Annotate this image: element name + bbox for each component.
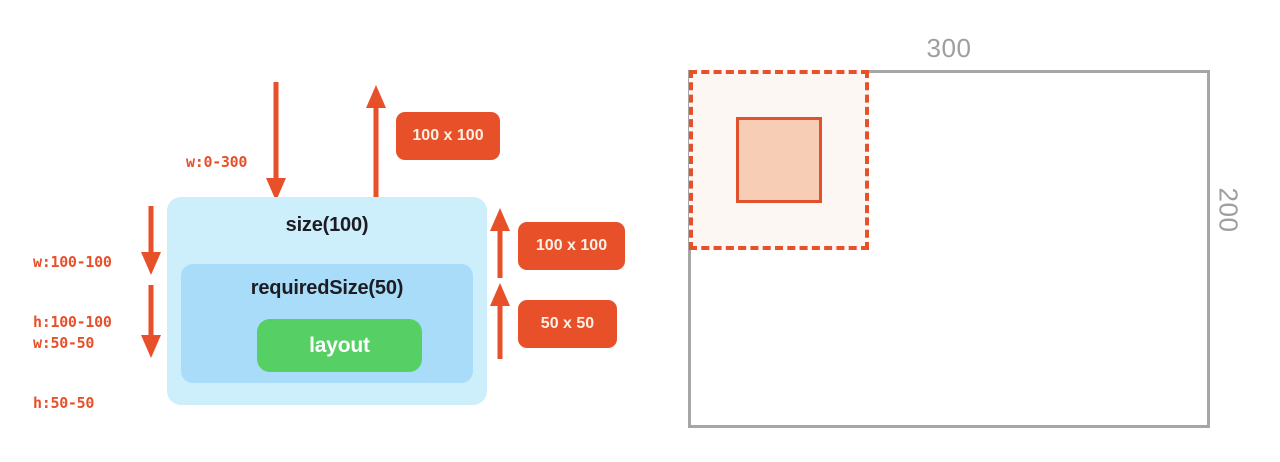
badge-size-measured: 100 x 100 <box>518 222 625 270</box>
layout-node-label: layout <box>309 333 370 357</box>
size-to-required-constraints-label: w:100-100 h:100-100 <box>33 212 112 372</box>
required-size-box: requiredSize(50) layout <box>181 264 473 383</box>
reported-size-up-arrow <box>365 85 387 202</box>
required-size-measured-up-arrow <box>489 283 511 359</box>
required-to-layout-constraints-label: w:50-50 h:50-50 <box>33 293 94 453</box>
required-size-region-rect <box>736 117 822 203</box>
layout-node: layout <box>257 319 422 372</box>
size-box: size(100) requiredSize(50) layout <box>167 197 487 405</box>
required-to-layout-constraint-height: h:50-50 <box>33 394 95 412</box>
required-size-box-label: requiredSize(50) <box>250 277 404 299</box>
size-to-required-constraint-height: h:100-100 <box>33 313 112 331</box>
screen-width-label: 300 <box>926 33 972 63</box>
size-to-required-down-arrow <box>140 206 162 276</box>
size-box-label: size(100) <box>285 214 369 236</box>
badge-required-size-measured: 50 x 50 <box>518 300 617 348</box>
incoming-constraint-width: w:0-300 <box>186 153 248 171</box>
required-to-layout-constraint-width: w:50-50 <box>33 334 95 352</box>
incoming-constraints-down-arrow <box>265 82 287 202</box>
badge-reported-size-top: 100 x 100 <box>396 112 500 160</box>
required-to-layout-down-arrow <box>140 285 162 359</box>
size-measured-up-arrow <box>489 208 511 278</box>
size-to-required-constraint-width: w:100-100 <box>33 253 112 271</box>
screen-height-label: 200 <box>1213 187 1244 233</box>
